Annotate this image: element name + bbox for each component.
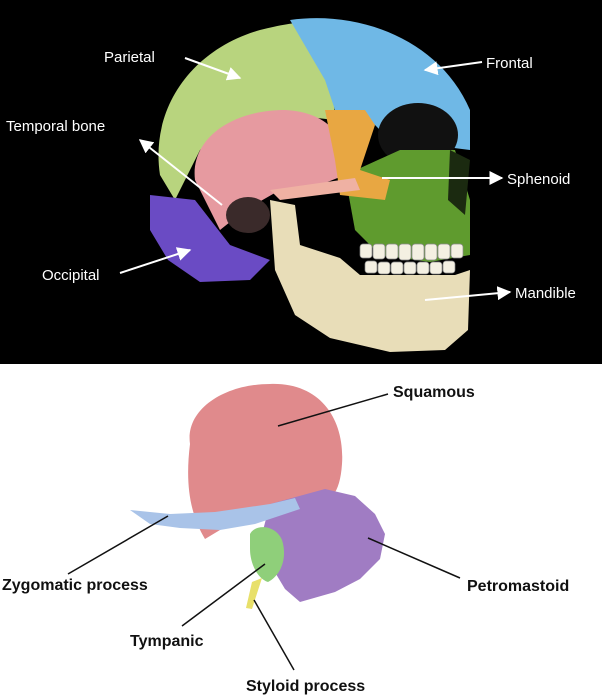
label-tympanic: Tympanic — [130, 633, 204, 650]
zygomatic-leader — [68, 516, 168, 574]
temporal-bone-detail: Squamous Zygomatic process Petromastoid … — [0, 364, 602, 695]
label-frontal: Frontal — [486, 55, 533, 72]
styloid-leader — [254, 600, 294, 670]
label-squamous: Squamous — [393, 384, 475, 401]
label-temporal: Temporal bone — [6, 118, 105, 135]
temporal-bone-illustration: Squamous Zygomatic process Petromastoid … — [0, 364, 602, 695]
skull-illustration: Parietal Frontal Temporal bone Sphenoid … — [0, 0, 602, 364]
label-sphenoid: Sphenoid — [507, 171, 570, 188]
label-mandible: Mandible — [515, 285, 576, 302]
label-zygomatic-process: Zygomatic process — [2, 577, 148, 594]
label-styloid-process: Styloid process — [246, 678, 365, 695]
ear-canal — [226, 197, 270, 233]
skull-lateral-view: Parietal Frontal Temporal bone Sphenoid … — [0, 0, 602, 364]
label-petromastoid: Petromastoid — [467, 578, 569, 595]
styloid-process-part — [246, 578, 262, 609]
petromastoid-leader — [368, 538, 460, 578]
label-occipital: Occipital — [42, 267, 100, 284]
label-parietal: Parietal — [104, 49, 155, 66]
